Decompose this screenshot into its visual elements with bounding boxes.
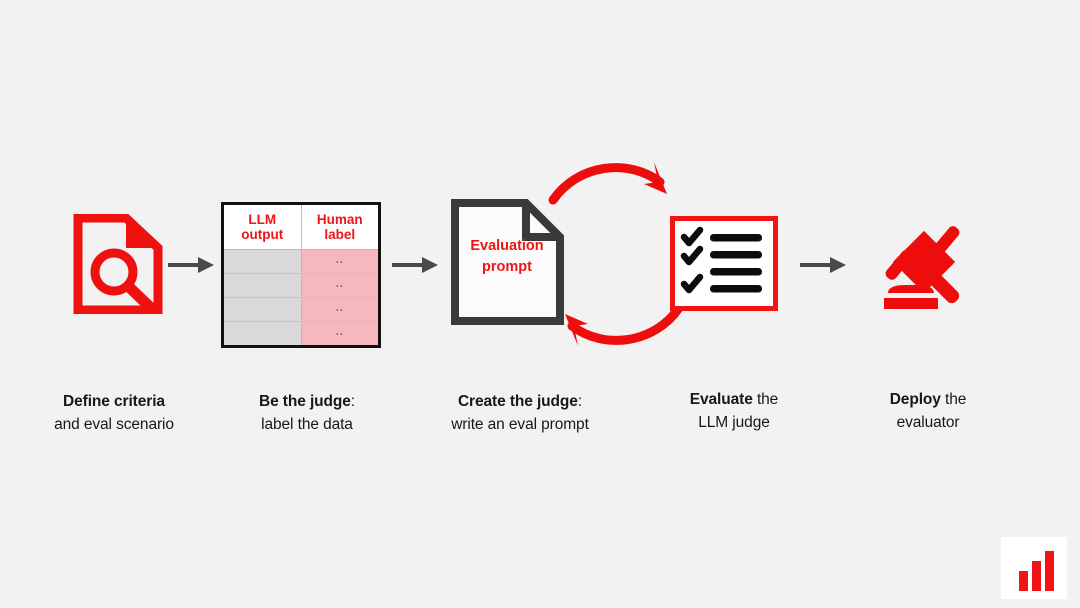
caption-line2: and eval scenario xyxy=(54,416,174,433)
caption-rest: the xyxy=(940,391,967,408)
header-llm-line2: output xyxy=(241,227,284,242)
caption-evaluate-llm-judge: Evaluate the LLM judge xyxy=(644,388,824,434)
gavel-base-top xyxy=(888,285,934,293)
checklist-bar xyxy=(710,251,762,259)
document-outline xyxy=(73,214,163,314)
gavel-handle xyxy=(918,262,960,304)
gavel-head-tip-right xyxy=(932,226,960,256)
cell-llm-output xyxy=(224,298,302,321)
gavel-head-tip-left xyxy=(885,250,913,280)
check-icon xyxy=(680,226,704,247)
table-header-llm-output: LLM output xyxy=(224,205,302,249)
caption-be-the-judge: Be the judge: label the data xyxy=(217,390,397,436)
labeling-table: LLM output Human label .. .. xyxy=(221,202,381,348)
cell-llm-output xyxy=(224,274,302,297)
table-header-row: LLM output Human label xyxy=(224,205,378,250)
prompt-doc-outline xyxy=(451,199,564,325)
table-row: .. xyxy=(224,250,378,274)
checklist-box xyxy=(670,216,778,311)
caption-rest: : xyxy=(350,393,356,410)
arrow-step4-to-step5 xyxy=(800,257,846,273)
caption-line2: label the data xyxy=(261,416,353,433)
caption-bold: Evaluate xyxy=(689,391,753,408)
cell-human-label[interactable]: .. xyxy=(301,322,378,345)
header-llm-line1: LLM xyxy=(248,212,277,227)
caption-line2: evaluator xyxy=(896,414,960,431)
document-fold xyxy=(126,218,158,248)
caption-define-criteria: Define criteria and eval scenario xyxy=(18,390,210,436)
caption-line2: write an eval prompt xyxy=(451,416,589,433)
feedback-arrow-top xyxy=(548,162,667,205)
cell-llm-output xyxy=(224,250,302,273)
logo-bar-3 xyxy=(1045,551,1054,591)
checklist-bar xyxy=(710,234,762,242)
cell-human-label[interactable]: .. xyxy=(301,298,378,321)
table-row: .. xyxy=(224,274,378,298)
table-row: .. xyxy=(224,298,378,322)
caption-bold: Be the judge xyxy=(258,393,351,410)
header-human-line1: Human xyxy=(316,212,363,227)
gavel-base-bottom xyxy=(884,298,938,309)
logo-bar-2 xyxy=(1032,561,1041,591)
check-icon xyxy=(680,245,704,266)
caption-deploy-evaluator: Deploy the evaluator xyxy=(838,388,1018,434)
caption-rest: : xyxy=(577,393,583,410)
logo-bar-1 xyxy=(1019,571,1028,591)
magnifier-handle xyxy=(124,282,158,314)
table-row: .. xyxy=(224,322,378,345)
prompt-doc-fold xyxy=(522,203,560,241)
evaluation-prompt-document xyxy=(451,199,564,325)
header-human-line2: label xyxy=(324,227,356,242)
caption-rest: the xyxy=(752,391,779,408)
bar-chart-logo-icon xyxy=(1019,551,1054,591)
checklist-bar xyxy=(710,268,762,276)
arrow-step2-to-step3 xyxy=(392,257,438,273)
bar-chart-logo[interactable] xyxy=(1001,537,1067,599)
caption-bold: Define criteria xyxy=(63,393,165,410)
feedback-arrow-bottom xyxy=(565,303,684,346)
check-icon xyxy=(680,273,704,294)
gavel-icon xyxy=(884,226,960,309)
caption-bold: Create the judge xyxy=(457,393,578,410)
cell-human-label[interactable]: .. xyxy=(301,274,378,297)
table-header-human-label: Human label xyxy=(301,205,378,249)
document-search-icon xyxy=(73,214,163,314)
caption-bold: Deploy xyxy=(889,391,941,408)
caption-line2: LLM judge xyxy=(698,414,770,431)
caption-create-the-judge: Create the judge: write an eval prompt xyxy=(414,390,626,436)
table-body: .. .. .. .. xyxy=(224,250,378,345)
checklist-bar xyxy=(710,285,762,293)
arrow-step1-to-step2 xyxy=(168,257,214,273)
magnifier-lens xyxy=(90,248,138,296)
cell-human-label[interactable]: .. xyxy=(301,250,378,273)
cell-llm-output xyxy=(224,322,302,345)
